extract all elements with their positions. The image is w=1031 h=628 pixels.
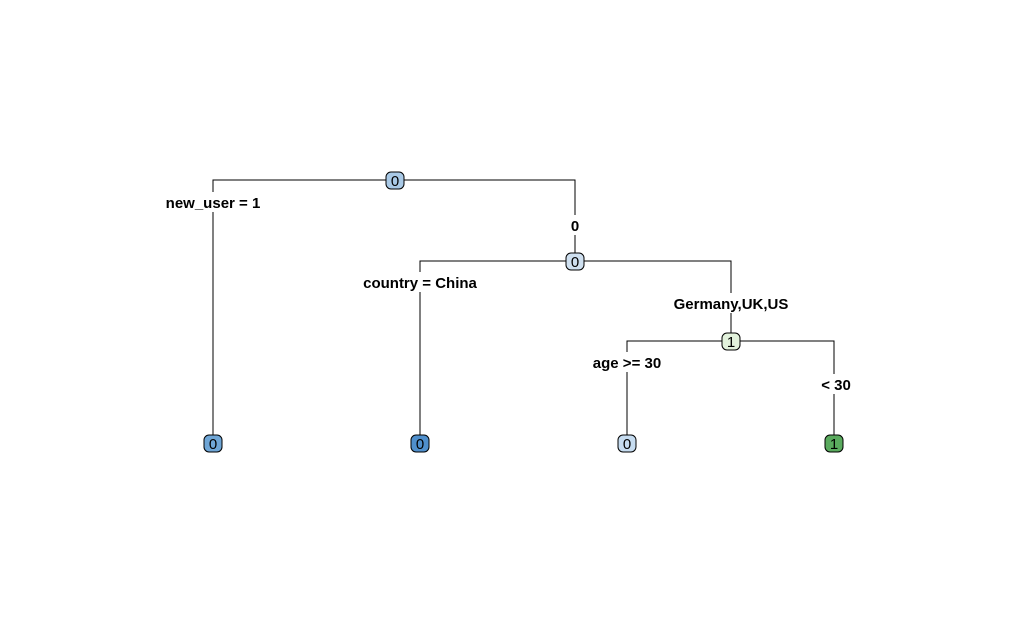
split-label-country-china: country = China [363,275,477,292]
edge-age-to-leaf-4 [731,340,835,444]
node-box [565,252,585,271]
edge-country-to-leaf-2 [419,260,575,444]
edge-age-to-leaf-3 [626,340,731,444]
tree-leaf-4: 1 [824,434,844,453]
split-label-age-ge-30: age >= 30 [593,355,661,372]
leaf-box [203,434,223,453]
tree-node-age: 1 [721,332,741,351]
edge-country-to-age [575,260,732,341]
leaf-box [617,434,637,453]
split-label-country-other: Germany,UK,US [674,296,789,313]
node-box [385,171,405,190]
node-prediction: 1 [727,334,735,351]
tree-edges [212,179,835,444]
tree-leaf-2: 0 [410,434,430,453]
split-label-age-lt-30: < 30 [821,377,851,394]
leaf-box [824,434,844,453]
split-label-new-user: new_user = 1 [166,195,261,212]
split-labels: new_user = 1 0 country = China Germany,U… [158,192,854,394]
tree-node-country: 0 [565,252,585,271]
edge-root-to-country [395,179,576,261]
tree-leaf-3: 0 [617,434,637,453]
leaf-prediction: 1 [830,436,838,453]
leaf-prediction: 0 [209,436,217,453]
leaf-prediction: 0 [416,436,424,453]
leaf-box [410,434,430,453]
tree-node-root: 0 [385,171,405,190]
node-prediction: 0 [391,173,399,190]
node-box [721,332,741,351]
node-prediction: 0 [571,254,579,271]
split-label-new-user-0: 0 [571,218,579,235]
edge-root-to-leaf-1 [212,179,395,444]
leaf-prediction: 0 [623,436,631,453]
tree-leaf-1: 0 [203,434,223,453]
